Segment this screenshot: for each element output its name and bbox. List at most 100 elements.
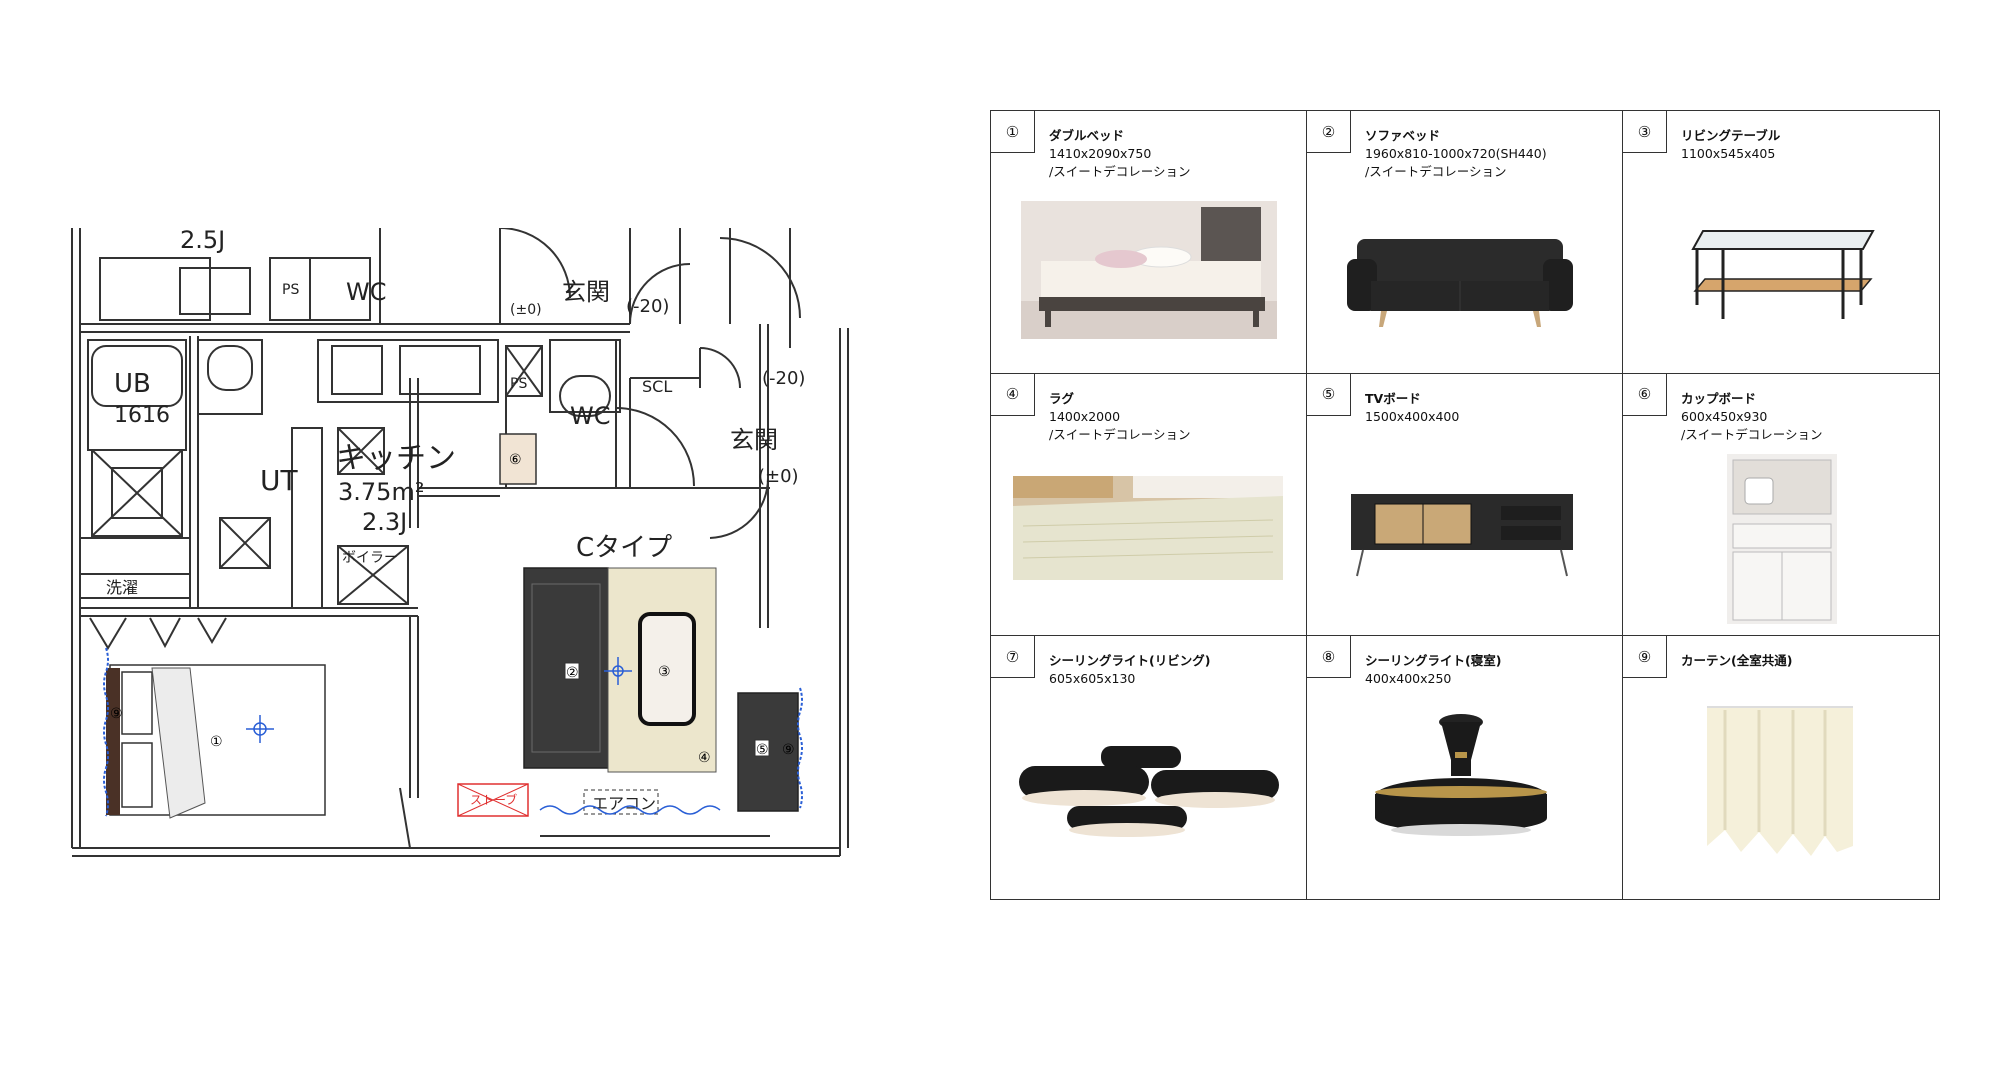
item-number: ③ xyxy=(1623,111,1667,153)
plan-crosshair-living xyxy=(604,657,632,685)
plan-pillow-upper xyxy=(121,671,153,735)
plan-curtain-left xyxy=(103,647,109,817)
plan-crosshair-bed xyxy=(246,715,274,743)
plan-label-kitchen-area: 3.75m² xyxy=(338,478,424,506)
item-number: ② xyxy=(1307,111,1351,153)
plan-marker-curtain-left: ⑨ xyxy=(110,706,123,722)
item-name: ラグ xyxy=(1049,390,1075,406)
item-info: シーリングライト(リビング) 605x605x130 xyxy=(1049,652,1210,688)
plan-label-boiler: ボイラー xyxy=(342,550,398,566)
furniture-cell-5: ⑤ TVボード 1500x400x400 xyxy=(1307,373,1623,637)
plan-marker-bed: ① xyxy=(210,734,223,750)
cupboard-photo xyxy=(1727,453,1837,624)
plan-label-ps-mid: PS xyxy=(510,376,527,392)
item-size: 1410x2090x750 xyxy=(1049,146,1152,161)
item-number: ⑤ xyxy=(1307,373,1351,416)
plan-label-kitchen-j: 2.3J xyxy=(362,508,407,536)
item-name: リビングテーブル xyxy=(1681,128,1781,143)
item-size: 600x450x930 xyxy=(1681,408,1768,424)
plan-marker-sofa: ② xyxy=(566,665,579,681)
item-name: TVボード xyxy=(1365,390,1421,406)
floor-plan: 2.5J UB 1616 UT キッチン 3.75m² 2.3J 玄関 玄関 (… xyxy=(70,228,862,862)
item-info: ソファベッド 1960x810-1000x720(SH440) /スイートデコレ… xyxy=(1365,127,1547,181)
plan-label-kitchen: キッチン xyxy=(336,441,456,476)
tv-board-photo xyxy=(1351,493,1573,576)
item-size: 605x605x130 xyxy=(1049,671,1136,687)
item-size: 1400x2000 xyxy=(1049,408,1121,424)
item-size: 1100x545x405 xyxy=(1681,146,1776,161)
plan-curtain-right xyxy=(797,687,803,809)
plan-label-level-small: (±0) xyxy=(510,302,542,318)
ceiling-light-living-photo xyxy=(1019,746,1279,838)
furniture-cell-7: ⑦ シーリングライト(リビング) 605x605x130 xyxy=(991,636,1307,899)
furniture-cell-1: ① ダブルベッド 1410x2090x750 /スイートデコレーション xyxy=(991,111,1307,374)
item-name: ソファベッド xyxy=(1365,128,1441,143)
plan-table xyxy=(638,612,696,726)
item-info: TVボード 1500x400x400 xyxy=(1365,390,1459,426)
plan-marker-cupboard: ⑥ xyxy=(509,452,522,468)
furniture-cell-9: ⑨ カーテン(全室共通) xyxy=(1623,636,1939,899)
rug-photo xyxy=(1013,475,1283,580)
curtain-photo xyxy=(1707,706,1853,857)
item-name: ダブルベッド xyxy=(1049,128,1125,143)
item-number: ④ xyxy=(991,373,1035,416)
sofa-bed-photo xyxy=(1347,239,1573,327)
plan-label-ub-size: 1616 xyxy=(114,403,170,428)
item-number: ⑥ xyxy=(1623,373,1667,416)
plan-label-area: 2.5J xyxy=(180,228,225,254)
plan-label-aircon: エアコン xyxy=(592,794,656,813)
plan-label-genkan-right: 玄関 xyxy=(730,426,778,454)
plan-bed-blanket xyxy=(151,667,206,819)
item-number: ⑧ xyxy=(1307,636,1351,679)
plan-label-scl: SCL xyxy=(642,377,672,396)
item-info: リビングテーブル 1100x545x405 xyxy=(1681,127,1780,163)
floor-plan-drawing: 2.5J UB 1616 UT キッチン 3.75m² 2.3J 玄関 玄関 (… xyxy=(71,228,849,857)
plan-marker-table: ③ xyxy=(658,664,671,680)
plan-pillow-lower xyxy=(121,742,153,808)
plan-label-genkan-top: 玄関 xyxy=(562,278,610,306)
double-bed-photo xyxy=(1021,201,1277,339)
plan-curtain-bottom xyxy=(539,805,721,815)
item-info: カーテン(全室共通) xyxy=(1681,652,1792,670)
plan-label-level-top: (-20) xyxy=(626,296,669,317)
plan-label-ut: UT xyxy=(260,464,298,497)
plan-label-stove: ストーブ xyxy=(470,792,517,807)
item-number: ⑦ xyxy=(991,636,1035,679)
item-info: ダブルベッド 1410x2090x750 /スイートデコレーション xyxy=(1049,127,1190,181)
item-size: 1500x400x400 xyxy=(1365,408,1460,424)
item-brand: /スイートデコレーション xyxy=(1049,164,1191,179)
plan-label-laundry: 洗濯 xyxy=(106,578,138,597)
plan-marker-tv: ⑤ xyxy=(756,742,769,758)
plan-label-ub: UB xyxy=(114,369,151,399)
plan-label-level-zero: (±0) xyxy=(758,466,799,487)
item-name: シーリングライト(寝室) xyxy=(1365,653,1502,669)
plan-marker-curtain-right: ⑨ xyxy=(782,742,795,758)
item-brand: /スイートデコレーション xyxy=(1049,426,1191,442)
plan-sofa-tag xyxy=(564,662,580,680)
furniture-cell-8: ⑧ シーリングライト(寝室) 400x400x250 xyxy=(1307,636,1623,899)
item-info: ラグ 1400x2000 /スイートデコレーション xyxy=(1049,390,1190,444)
furniture-grid: ① ダブルベッド 1410x2090x750 /スイートデコレーション ② ソフ… xyxy=(990,110,1940,900)
plan-sofa-cushion xyxy=(531,583,601,753)
plan-cupboard xyxy=(499,433,537,485)
plan-label-wc-mid: WC xyxy=(570,402,611,430)
item-number: ⑨ xyxy=(1623,636,1667,679)
plan-label-wc-top: WC xyxy=(346,278,387,306)
item-info: シーリングライト(寝室) 400x400x250 xyxy=(1365,652,1501,688)
item-name: カーテン(全室共通) xyxy=(1681,653,1793,669)
item-brand: /スイートデコレーション xyxy=(1681,426,1823,442)
plan-label-type: Cタイプ xyxy=(576,533,672,563)
item-size: 1960x810-1000x720(SH440) xyxy=(1365,146,1547,161)
item-name: カップボード xyxy=(1681,390,1757,406)
item-name: シーリングライト(リビング) xyxy=(1049,653,1211,669)
plan-bed-headboard xyxy=(106,668,120,815)
furniture-cell-4: ④ ラグ 1400x2000 /スイートデコレーション xyxy=(991,373,1307,637)
item-number: ① xyxy=(991,111,1035,153)
item-brand: /スイートデコレーション xyxy=(1365,164,1507,179)
living-table-photo xyxy=(1691,230,1875,319)
ceiling-light-bedroom-photo xyxy=(1375,714,1547,837)
furniture-cell-6: ⑥ カップボード 600x450x930 /スイートデコレーション xyxy=(1623,373,1939,637)
item-info: カップボード 600x450x930 /スイートデコレーション xyxy=(1681,390,1822,444)
plan-marker-rug: ④ xyxy=(698,750,711,766)
item-size: 400x400x250 xyxy=(1365,671,1452,687)
